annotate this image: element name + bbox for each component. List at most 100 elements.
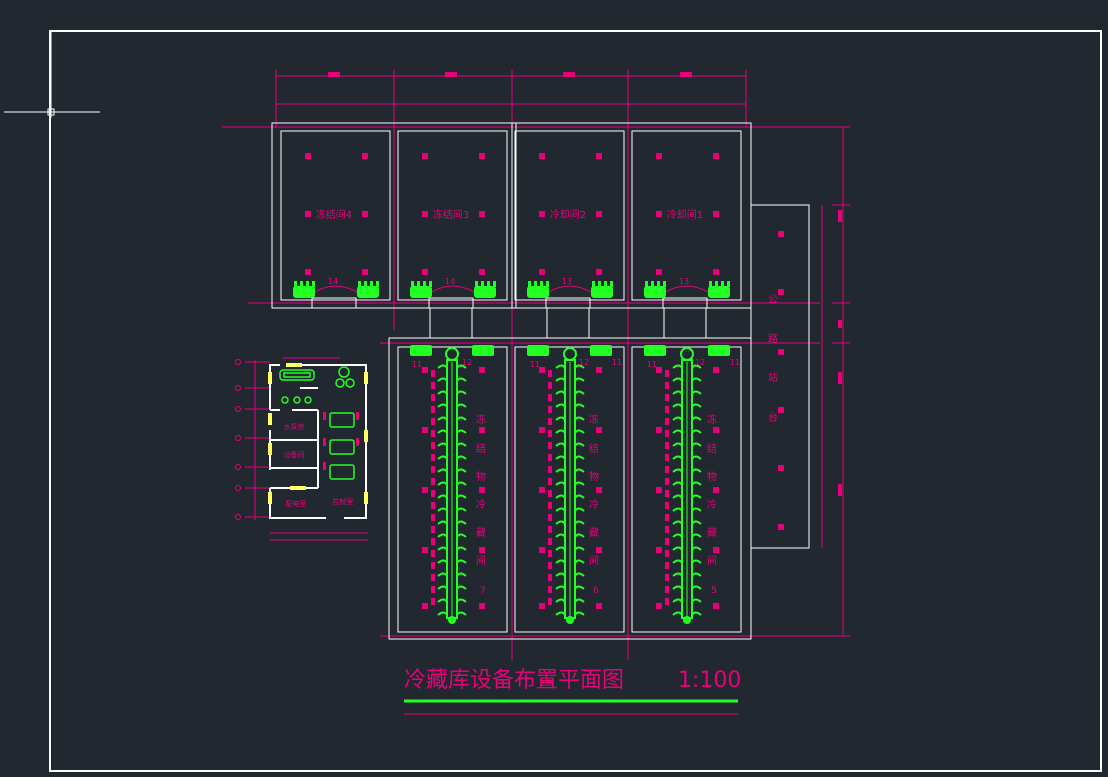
pillar-marker <box>778 524 784 530</box>
air-cooler-fin <box>429 281 432 287</box>
wall-tick <box>548 466 552 473</box>
pillar-marker <box>713 427 719 433</box>
wall-tick <box>431 490 435 497</box>
wall-tick <box>431 406 435 413</box>
pipe-branch <box>574 429 585 434</box>
svg-text:11: 11 <box>530 360 540 369</box>
air-cooler-fin <box>715 281 718 287</box>
pillar-marker <box>422 153 428 159</box>
pipe-branch <box>672 364 683 369</box>
pillar-marker <box>422 367 428 373</box>
pillar-marker <box>778 465 784 471</box>
wall-tick <box>665 478 669 485</box>
wall-tick <box>431 562 435 569</box>
pillar-marker <box>422 487 428 493</box>
pillar-marker <box>713 211 719 217</box>
pipe-branch <box>555 533 566 538</box>
pipe-branch <box>555 546 566 551</box>
wall-tick <box>548 574 552 581</box>
svg-text:11: 11 <box>612 358 622 367</box>
air-cooler-unit <box>474 286 496 298</box>
wall-tick <box>548 586 552 593</box>
pillar-marker <box>362 153 368 159</box>
air-cooler-fin <box>651 281 654 287</box>
pipe-branch <box>437 481 448 486</box>
pipe-branch <box>672 533 683 538</box>
pipe-branch <box>555 572 566 577</box>
air-cooler-unit <box>527 286 549 298</box>
wall-tick <box>548 514 552 521</box>
wall-tick <box>665 406 669 413</box>
svg-text:藏: 藏 <box>476 527 486 539</box>
wall-tick <box>548 418 552 425</box>
pipe-branch <box>437 507 448 512</box>
pipe-branch <box>574 533 585 538</box>
pipe-branch <box>672 416 683 421</box>
pipe-branch <box>437 455 448 460</box>
air-cooler-unit <box>644 345 666 356</box>
wall-tick <box>548 370 552 377</box>
pipe-branch <box>555 507 566 512</box>
wall-tick <box>548 442 552 449</box>
pipe-branch <box>691 585 702 590</box>
pillar-marker <box>713 153 719 159</box>
air-cooler-unit <box>591 286 613 298</box>
room-3-unit-number: 14 <box>445 277 455 286</box>
pillar-marker <box>422 427 428 433</box>
pipe-branch <box>574 494 585 499</box>
pipe-branch <box>691 364 702 369</box>
pipe-branch <box>437 533 448 538</box>
wall-tick <box>431 418 435 425</box>
pillar-marker <box>422 211 428 217</box>
wall-tick <box>665 418 669 425</box>
pipe-branch <box>437 468 448 473</box>
air-cooler-fin <box>423 281 426 287</box>
top-dimension-line <box>275 70 747 128</box>
pipe-branch <box>691 520 702 525</box>
loading-platform <box>750 204 810 549</box>
pipe-arc <box>665 285 709 293</box>
pipe-branch <box>437 585 448 590</box>
pipe-branch <box>691 598 702 603</box>
air-cooler-fin <box>727 281 730 287</box>
wall-tick <box>548 550 552 557</box>
pipe-branch <box>672 611 683 616</box>
pillar-marker <box>479 603 485 609</box>
pipe-branch <box>555 494 566 499</box>
air-cooler-fin <box>376 281 379 287</box>
pillar-marker <box>596 211 602 217</box>
pipe-branch <box>437 377 448 382</box>
wall-tick <box>665 442 669 449</box>
pipe-branch <box>456 585 467 590</box>
pipe-branch <box>456 481 467 486</box>
pipe-branch <box>437 559 448 564</box>
pipe-branch <box>456 533 467 538</box>
svg-text:间: 间 <box>707 554 717 567</box>
pipe-branch <box>437 364 448 369</box>
pillar-marker <box>596 367 602 373</box>
pillar-marker <box>539 603 545 609</box>
air-cooler-fin <box>294 281 297 287</box>
pillar-marker <box>539 547 545 553</box>
pillar-marker <box>656 547 662 553</box>
air-cooler-fin <box>663 281 666 287</box>
pipe-branch <box>574 364 585 369</box>
svg-text:11: 11 <box>647 360 657 369</box>
unit-tags: 11 12 11 12 11 11 12 11 <box>412 358 740 369</box>
air-cooler-fin <box>364 281 367 287</box>
pillar-marker <box>778 289 784 295</box>
wall-tick <box>548 382 552 389</box>
wall-tick <box>431 526 435 533</box>
pipe-branch <box>672 598 683 603</box>
pipe-branch <box>456 455 467 460</box>
pipe-branch <box>437 442 448 447</box>
pipe-branch <box>691 377 702 382</box>
pillar-marker <box>422 603 428 609</box>
crosshair-cursor-icon <box>4 31 100 118</box>
pipe-branch <box>555 520 566 525</box>
pillar-marker <box>479 487 485 493</box>
air-cooler-fin <box>657 281 660 287</box>
pipe-branch <box>672 481 683 486</box>
pipe-branch <box>456 507 467 512</box>
axis-grid-lines <box>222 104 820 660</box>
